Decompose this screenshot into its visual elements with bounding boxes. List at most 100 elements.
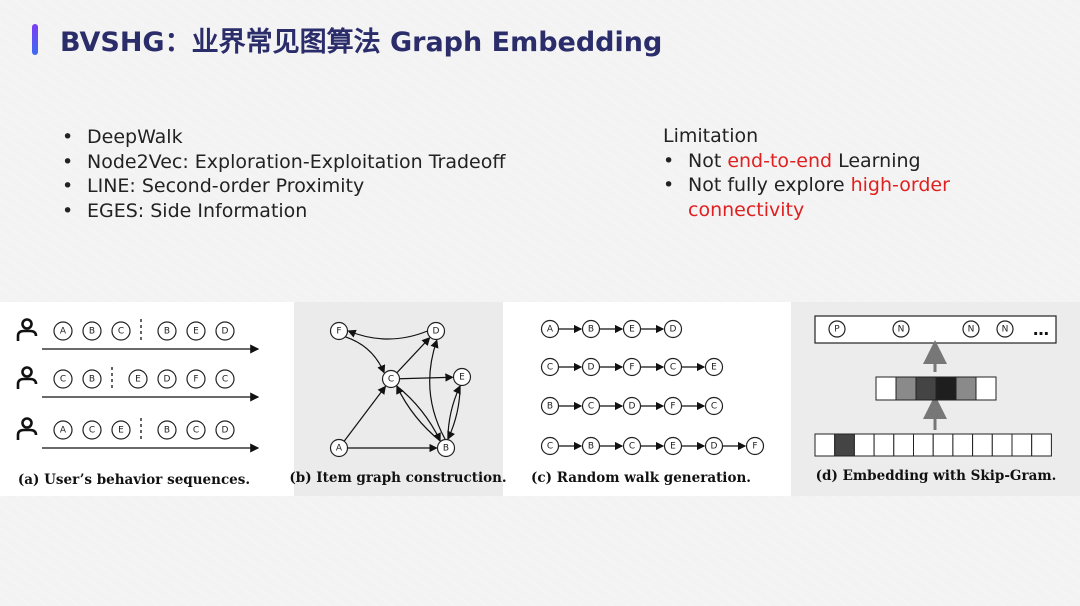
user-icon bbox=[16, 366, 38, 389]
one-hot-cell bbox=[972, 433, 993, 457]
sequence-item: B bbox=[157, 321, 177, 341]
node-circle bbox=[581, 319, 601, 339]
node-label: N bbox=[898, 325, 905, 335]
node-circle bbox=[704, 396, 724, 416]
node-circle bbox=[186, 321, 206, 341]
walk-node: C bbox=[663, 357, 683, 377]
node-circle bbox=[622, 436, 642, 456]
graph-node: E bbox=[452, 367, 472, 387]
node-label: C bbox=[547, 442, 553, 452]
graph-edge bbox=[396, 337, 431, 374]
node-circle bbox=[111, 321, 131, 341]
sequence-item: C bbox=[82, 420, 102, 440]
node-circle bbox=[128, 369, 148, 389]
walk-node: D bbox=[704, 436, 724, 456]
limitation-text: Learning bbox=[832, 149, 921, 172]
node-circle bbox=[828, 320, 846, 338]
node-circle bbox=[745, 436, 765, 456]
context-node: P bbox=[828, 320, 846, 338]
title-accent-bar bbox=[32, 24, 38, 55]
sequence-item: C bbox=[53, 369, 73, 389]
graph-edge bbox=[399, 373, 454, 382]
node-circle bbox=[704, 357, 724, 377]
graph-node: D bbox=[426, 321, 446, 341]
node-label: B bbox=[443, 444, 449, 454]
node-circle bbox=[381, 369, 401, 389]
walk-node: E bbox=[663, 436, 683, 456]
graph-node: B bbox=[436, 438, 456, 458]
node-label: C bbox=[388, 375, 394, 385]
embedding-cell bbox=[895, 376, 917, 401]
node-circle bbox=[663, 357, 683, 377]
graph-edge bbox=[345, 336, 386, 374]
node-label: A bbox=[60, 327, 67, 337]
embedding-cell bbox=[875, 376, 897, 401]
graph-edge bbox=[395, 385, 441, 442]
node-label: A bbox=[60, 426, 67, 436]
graph-edge bbox=[343, 385, 387, 442]
node-label: F bbox=[752, 442, 757, 452]
one-hot-cell bbox=[834, 433, 855, 457]
walk-node: F bbox=[663, 396, 683, 416]
one-hot-cell bbox=[873, 433, 895, 457]
node-label: A bbox=[547, 325, 554, 335]
sequence-item: C bbox=[111, 321, 131, 341]
node-circle bbox=[329, 321, 349, 341]
node-circle bbox=[962, 320, 980, 338]
node-label: B bbox=[89, 375, 95, 385]
node-circle bbox=[892, 320, 910, 338]
walk-node: F bbox=[745, 436, 765, 456]
user-icon bbox=[16, 318, 38, 341]
node-circle bbox=[82, 321, 102, 341]
sequence-item: C bbox=[215, 369, 235, 389]
node-circle bbox=[622, 396, 642, 416]
walk-node: D bbox=[581, 357, 601, 377]
one-hot-cell bbox=[853, 433, 875, 457]
sequence-item: E bbox=[111, 420, 131, 440]
context-box bbox=[814, 315, 1057, 344]
caption-c: (c) Random walk generation. bbox=[531, 470, 751, 486]
node-label: C bbox=[118, 327, 124, 337]
node-label: F bbox=[670, 402, 675, 412]
caption-a: (a) User’s behavior sequences. bbox=[18, 472, 250, 488]
graph-edge bbox=[429, 339, 446, 440]
node-label: D bbox=[222, 426, 229, 436]
node-label: B bbox=[164, 426, 170, 436]
sequence-item: A bbox=[53, 420, 73, 440]
node-label: P bbox=[834, 325, 840, 335]
node-label: C bbox=[588, 402, 594, 412]
limitation-text: Not fully explore bbox=[688, 174, 851, 196]
node-circle bbox=[82, 420, 102, 440]
node-label: C bbox=[60, 375, 66, 385]
graph-edge bbox=[396, 385, 442, 442]
node-circle bbox=[157, 369, 177, 389]
node-circle bbox=[82, 369, 102, 389]
walk-node: E bbox=[704, 357, 724, 377]
node-label: E bbox=[118, 426, 124, 436]
walk-node: C bbox=[540, 357, 560, 377]
node-label: B bbox=[89, 327, 95, 337]
node-label: D bbox=[222, 327, 229, 337]
node-circle bbox=[215, 369, 235, 389]
walk-node: C bbox=[581, 396, 601, 416]
node-circle bbox=[426, 321, 446, 341]
node-circle bbox=[157, 420, 177, 440]
method-item: Node2Vec: Exploration-Exploitation Trade… bbox=[62, 150, 505, 175]
one-hot-cell bbox=[1011, 433, 1033, 457]
node-circle bbox=[622, 319, 642, 339]
node-circle bbox=[186, 369, 206, 389]
one-hot-cell bbox=[952, 433, 974, 457]
panel-b-background bbox=[294, 302, 503, 496]
embedding-cell bbox=[915, 376, 937, 401]
node-label: E bbox=[670, 442, 676, 452]
method-item: EGES: Side Information bbox=[62, 199, 505, 224]
one-hot-cell bbox=[913, 433, 934, 457]
graph-edge bbox=[447, 385, 461, 440]
walk-node: B bbox=[540, 396, 560, 416]
one-hot-cell bbox=[814, 433, 836, 457]
one-hot-cell bbox=[1031, 433, 1052, 457]
walk-node: C bbox=[622, 436, 642, 456]
